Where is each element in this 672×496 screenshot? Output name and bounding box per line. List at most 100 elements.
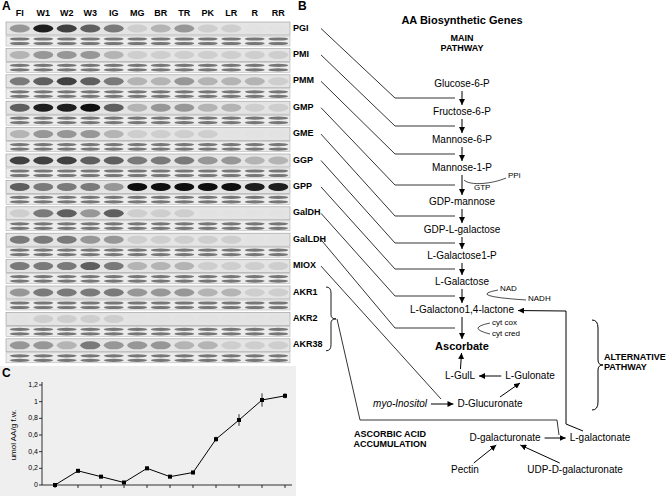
rrna-band <box>80 95 100 98</box>
rrna-band <box>174 332 194 335</box>
label: PMI <box>293 50 309 60</box>
label: 1,2 <box>28 381 38 389</box>
metabolite: Pectin <box>449 464 481 476</box>
rrna-band <box>268 222 288 225</box>
rrna-band <box>221 68 241 71</box>
rrna-bands <box>10 37 289 45</box>
rrna-band <box>33 200 53 203</box>
blot-band <box>80 236 100 244</box>
rrna-band <box>151 117 171 120</box>
rrna-band <box>57 332 77 335</box>
rrna-band <box>10 68 30 71</box>
blot-band <box>174 51 194 59</box>
rrna-band <box>33 64 53 67</box>
rrna-band <box>10 328 30 331</box>
blot-bands <box>10 236 289 244</box>
blot-band <box>151 51 171 59</box>
rrna-band <box>221 253 241 256</box>
data-marker <box>53 483 57 487</box>
x-axis <box>42 485 292 486</box>
blot-band <box>245 209 265 217</box>
rrna-band <box>127 301 147 304</box>
blot-band <box>198 51 218 59</box>
rrna-band <box>245 354 265 357</box>
rrna-band <box>127 354 147 357</box>
rrna-band <box>174 328 194 331</box>
pathway-arrow <box>462 317 463 339</box>
rrna-band <box>10 249 30 252</box>
pathway-arrow <box>462 209 463 223</box>
rrna-band <box>127 90 147 93</box>
bracket <box>326 287 336 351</box>
metabolite: Mannose-6-P <box>430 134 494 146</box>
rrna-band <box>104 359 124 362</box>
rrna-band <box>80 249 100 252</box>
label: RR <box>272 9 285 19</box>
blot-band <box>57 209 77 217</box>
rrna-band <box>198 90 218 93</box>
rrna-band <box>33 143 53 146</box>
metabolite: L-galactonate <box>568 432 633 444</box>
rrna-band <box>104 249 124 252</box>
rrna-band <box>80 275 100 278</box>
blot-band <box>151 289 171 297</box>
blot-band <box>33 289 53 297</box>
rrna-band <box>198 200 218 203</box>
metabolite: UDP-D-galacturonate <box>525 464 625 476</box>
blot-band <box>174 341 194 349</box>
rrna-band <box>10 253 30 256</box>
pathway-arrow <box>460 353 461 369</box>
x-tick <box>285 485 286 488</box>
rrna-band <box>268 301 288 304</box>
data-marker <box>260 398 264 402</box>
rrna-band <box>268 359 288 362</box>
blot-band <box>10 209 30 217</box>
bracket <box>592 320 603 410</box>
blot-strip <box>6 180 290 193</box>
leader-line <box>321 266 441 399</box>
rrna-band <box>268 196 288 199</box>
rrna-band <box>104 196 124 199</box>
blot-bands <box>10 209 289 217</box>
label: NADH <box>528 295 551 304</box>
data-line <box>55 396 285 485</box>
blot-band <box>57 130 77 138</box>
blot-band <box>104 289 124 297</box>
rrna-band <box>221 169 241 172</box>
rrna-band <box>10 90 30 93</box>
rrna-band <box>174 148 194 151</box>
pathway-arrow <box>431 404 454 405</box>
blot-band <box>151 315 171 323</box>
rrna-band <box>174 306 194 309</box>
pathway-arrow <box>462 147 463 161</box>
rrna-band <box>10 306 30 309</box>
blot-band <box>57 157 77 165</box>
blot-band <box>33 25 53 33</box>
rrna-band <box>80 196 100 199</box>
rrna-strip <box>6 194 290 204</box>
rrna-bands <box>10 354 289 362</box>
metabolite: D-Glucuronate <box>455 398 524 410</box>
blot-band <box>57 289 77 297</box>
x-tick <box>101 485 102 488</box>
metabolite: Mannose-1-P <box>430 162 494 174</box>
rrna-band <box>151 280 171 283</box>
rrna-band <box>104 328 124 331</box>
rrna-band <box>151 95 171 98</box>
blot-band <box>57 262 77 270</box>
rrna-band <box>245 64 265 67</box>
rrna-band <box>268 354 288 357</box>
rrna-band <box>57 249 77 252</box>
rrna-band <box>245 301 265 304</box>
blot-band <box>10 157 30 165</box>
rrna-band <box>268 332 288 335</box>
rrna-band <box>57 148 77 151</box>
rrna-band <box>33 196 53 199</box>
rrna-band <box>151 354 171 357</box>
metabolite: L-GulL <box>443 370 477 382</box>
rrna-band <box>268 148 288 151</box>
rrna-band <box>127 328 147 331</box>
rrna-band <box>174 301 194 304</box>
rrna-band <box>57 174 77 177</box>
rrna-band <box>174 174 194 177</box>
